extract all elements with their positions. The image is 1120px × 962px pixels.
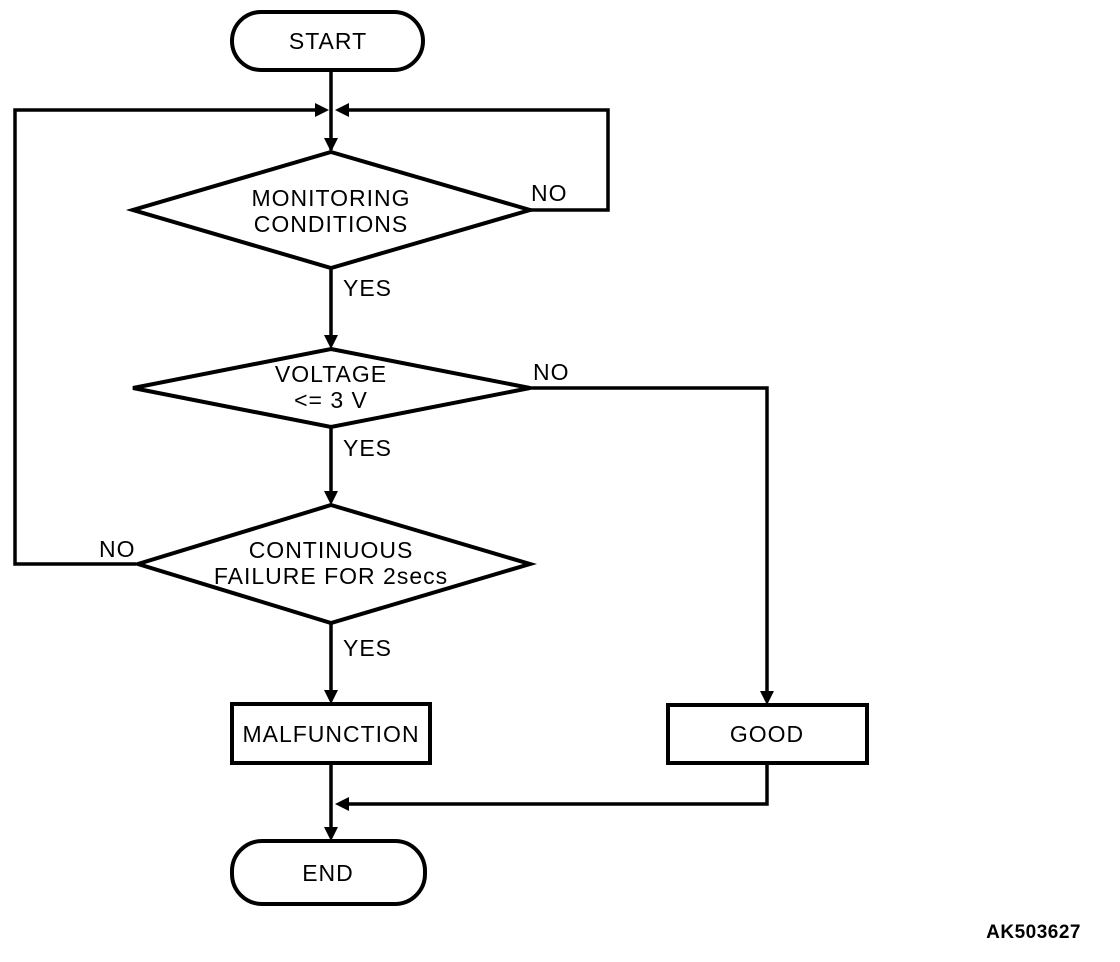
continuous-label-line2: FAILURE FOR 2secs (214, 563, 448, 589)
arrowhead-left-loop-icon (315, 103, 329, 117)
end-node (230, 839, 427, 906)
start-label: START (289, 28, 367, 54)
arrowhead-into-good-icon (760, 691, 774, 705)
monitoring-yes-label: YES (343, 275, 392, 301)
arrowhead-into-monitoring-icon (324, 138, 338, 152)
voltage-yes-label: YES (343, 435, 392, 461)
edge-monitoring-no-loop (348, 108, 610, 212)
continuous-decision-node (131, 502, 538, 626)
arrowhead-into-continuous-icon (324, 491, 338, 505)
figure-code: AK503627 (986, 922, 1081, 943)
arrowhead-into-end-icon (324, 827, 338, 841)
monitoring-label-line2: CONDITIONS (254, 211, 408, 237)
good-label: GOOD (730, 721, 804, 747)
arrowhead-right-loop-icon (335, 103, 349, 117)
arrowhead-merge-left-icon (335, 797, 349, 811)
good-node (666, 703, 869, 765)
voltage-label-line2: <= 3 V (294, 387, 368, 413)
monitoring-label-line1: MONITORING (251, 185, 410, 211)
edge-voltage-no (530, 386, 769, 693)
continuous-label-line1: CONTINUOUS (249, 537, 414, 563)
monitoring-decision-node (125, 149, 538, 271)
malfunction-label: MALFUNCTION (242, 721, 419, 747)
arrowhead-into-voltage-icon (324, 335, 338, 349)
edge-good-to-merge (348, 763, 769, 806)
start-node (230, 10, 425, 72)
edge-continuous-no-loop (13, 108, 316, 566)
continuous-no-label: NO (99, 536, 136, 562)
end-label: END (302, 860, 354, 886)
voltage-label-line1: VOLTAGE (275, 361, 387, 387)
arrowhead-into-malfunction-icon (324, 690, 338, 704)
continuous-yes-label: YES (343, 635, 392, 661)
voltage-no-label: NO (533, 359, 570, 385)
voltage-decision-node (132, 346, 531, 430)
malfunction-node (230, 702, 432, 765)
monitoring-no-label: NO (531, 180, 568, 206)
